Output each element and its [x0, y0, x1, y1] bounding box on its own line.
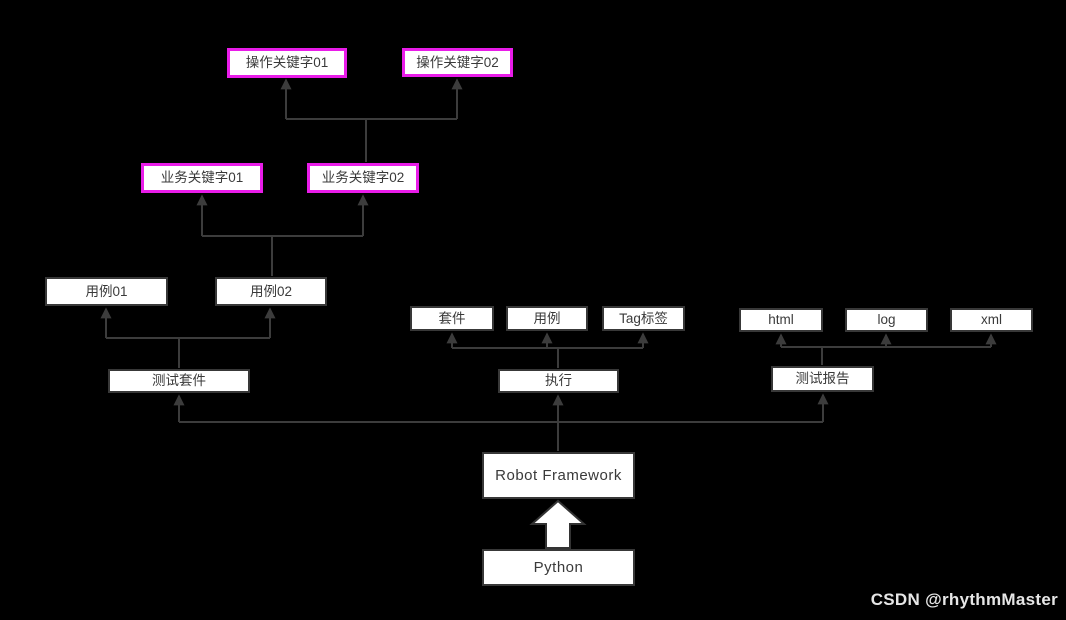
- node-html: html: [739, 308, 823, 332]
- node-case: 用例: [506, 306, 588, 331]
- node-biz-keyword-02: 业务关键字02: [307, 163, 419, 193]
- watermark: CSDN @rhythmMaster: [870, 590, 1058, 609]
- node-case-01: 用例01: [45, 277, 168, 306]
- node-case-02: 用例02: [215, 277, 327, 306]
- node-log: log: [845, 308, 928, 332]
- node-xml: xml: [950, 308, 1033, 332]
- node-python: Python: [482, 549, 635, 586]
- node-biz-keyword-01: 业务关键字01: [141, 163, 263, 193]
- node-robot-framework: Robot Framework: [482, 452, 635, 499]
- node-suite: 套件: [410, 306, 494, 331]
- connector-lines: [100, 78, 997, 451]
- node-test-suite: 测试套件: [108, 369, 250, 393]
- node-op-keyword-01: 操作关键字01: [227, 48, 347, 78]
- node-test-report: 测试报告: [771, 366, 874, 392]
- node-op-keyword-02: 操作关键字02: [402, 48, 513, 77]
- node-tag: Tag标签: [602, 306, 685, 331]
- up-block-arrow-icon: [529, 499, 587, 549]
- node-execute: 执行: [498, 369, 619, 393]
